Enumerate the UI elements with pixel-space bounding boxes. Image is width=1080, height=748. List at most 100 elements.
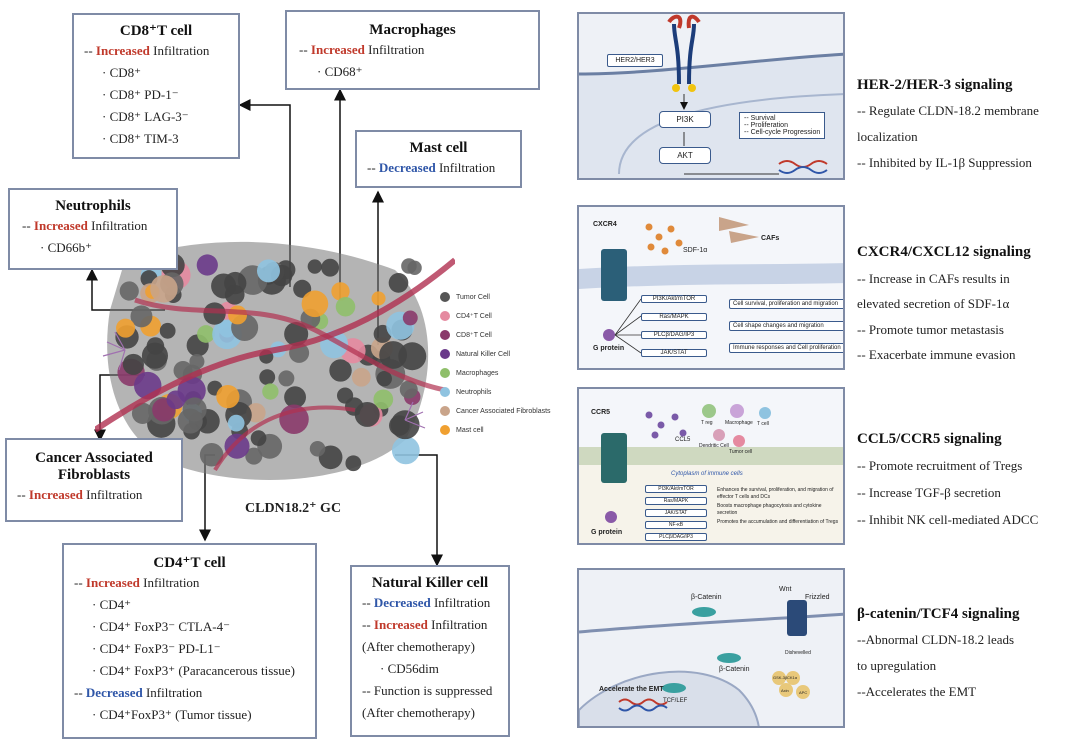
mast-cell-title: Mast cell [409,140,468,156]
cell-mark [354,401,380,427]
cd8-item: · CD8⁺ TIM-3 [102,131,179,146]
cell-mark [335,296,356,317]
bcatenin-label: β-Catenin [691,594,722,601]
legend-item: CD4⁺T Cell [440,311,492,321]
signal-line: -- Increase in CAFs results in [857,271,1010,286]
legend-label: CD8⁺T Cell [456,331,492,339]
cd4-item: · CD4⁺ [92,597,131,612]
neutrophils-infiltration: -- Increased Infiltration [22,218,148,233]
cd4-item: · CD4⁺FoxP3⁺ (Tumor tissue) [92,707,252,722]
macrophages-infiltration: -- Increased Infiltration [299,42,425,57]
dishevelled-label: Dishevelled [785,650,811,656]
cd4-infiltration-decreased: -- Decreased Infiltration [74,685,203,700]
cd4-item: · CD4⁺ FoxP3⁻ PD-L1⁻ [92,641,221,656]
emt-label: Accelerate the EMT [599,686,664,693]
her2-panel: HER2/HER3 PI3K AKT -- Survival -- Prolif… [577,12,845,180]
path: PI3K/Akt/mTOR [645,485,707,493]
signal-title-ccr5: CCL5/CCR5 signaling [857,431,1002,447]
effect: Cell shape changes and migration [729,321,843,331]
mast-cell-infiltration: -- Decreased Infiltration [367,160,496,175]
akt-node: AKT [659,147,711,164]
ccl5-label: CCL5 [675,437,691,443]
cafs-label: CAFs [761,235,780,242]
bcatenin-panel: β-Catenin β-Catenin Wnt Frizzled Disheve… [577,568,845,728]
her2-illustration [579,14,843,178]
complex-gsk: GSK-3β [773,675,788,680]
legend-swatch-icon [440,292,450,302]
effect: Cell survival, proliferation and migrati… [729,299,843,309]
legend-swatch-icon [440,349,450,359]
effect: Boosts macrophage phagocytosis and cytok… [717,503,822,516]
cell-mark [329,359,352,382]
signal-title-her2: HER-2/HER-3 signaling [857,77,1013,93]
ccr5-illustration [579,389,843,523]
dendritic-label: Dendritic Cell [699,443,729,449]
signal-line: -- Promote tumor metastasis [857,322,1004,337]
tcf-label: TCF/LEF [663,698,688,704]
legend-swatch-icon [440,311,450,321]
caf-infiltration: -- Increased Infiltration [17,487,143,502]
cell-mark [373,389,394,410]
signal-line: -- Promote recruitment of Tregs [857,458,1023,473]
caf-title-2: Fibroblasts [57,467,131,483]
cd8-title: CD8⁺T cell [119,23,193,39]
cell-mark [122,353,144,375]
legend-item: Neutrophils [440,387,491,397]
legend-item: Tumor Cell [440,292,490,302]
cell-mark [256,259,280,283]
cell-mark [130,305,153,328]
cell-mark [131,402,154,424]
legend-swatch-icon [440,425,450,435]
cell-mark [390,410,420,440]
signal-line: -- Inhibit NK cell-mediated ADCC [857,512,1039,527]
tumor-illustration [95,241,455,480]
treg-label: T reg [701,420,713,426]
cell-mark [401,258,417,274]
legend-swatch-icon [440,387,450,397]
tcell-label: T cell [757,421,769,427]
caf-title-1: Cancer Associated [35,450,153,466]
legend-label: Mast cell [456,426,484,434]
legend-label: Natural Killer Cell [456,350,511,358]
cell-mark [307,259,322,274]
signal-line: --Abnormal CLDN-18.2 leads [857,632,1015,647]
neutrophils-item: · CD66b⁺ [40,240,92,255]
nk-decreased: -- Decreased Infiltration [362,595,491,610]
macrophages-title: Macrophages [369,22,456,38]
cell-mark [278,370,295,387]
legend-item: CD8⁺T Cell [440,330,492,340]
cell-mark [351,367,371,387]
caf-box: Cancer Associated Fibroblasts -- Increas… [5,438,183,522]
legend-swatch-icon [440,406,450,416]
cell-mark [182,397,207,422]
nk-note: (After chemotherapy) [362,639,475,654]
cell-mark [245,447,263,465]
legend-label: Tumor Cell [456,293,490,301]
cell-mark [293,279,312,298]
legend-label: Macrophages [456,369,499,377]
cell-mark [379,341,408,369]
complex-ck1: CK1α [787,675,798,680]
cell-mark [331,282,350,301]
signal-line: elevated secretion of SDF-1α [857,296,1010,311]
cell-mark [189,354,205,370]
cell-mark [376,371,392,387]
signal-title-cxcr4: CXCR4/CXCL12 signaling [857,244,1031,260]
neutrophils-box: Neutrophils -- Increased Infiltration · … [8,188,178,270]
cell-mark [345,455,362,472]
signal-line: localization [857,129,918,144]
pi3k-node: PI3K [659,111,711,128]
effect: Enhances the survival, proliferation, an… [717,487,834,500]
cell-mark [166,390,186,410]
cell-mark [391,436,420,465]
center-label: CLDN18.2⁺ GC [245,501,342,516]
nk-title: Natural Killer cell [371,575,489,591]
cell-mark [203,302,226,325]
arrow-cd8 [238,99,291,287]
cell-mark [211,273,237,299]
cell-mark [196,254,218,276]
signal-line: -- Increase TGF-β secretion [857,485,1001,500]
bcatenin-illustration [579,600,843,726]
signal-line: --Accelerates the EMT [857,684,977,699]
